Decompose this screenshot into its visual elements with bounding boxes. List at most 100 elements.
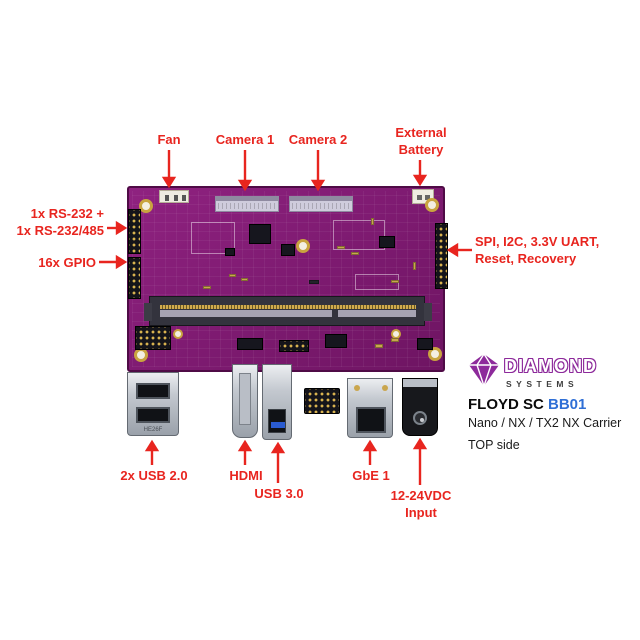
camera2-connector xyxy=(289,196,353,212)
gpio-arrow xyxy=(99,254,128,270)
spi-label-line1: SPI, I2C, 3.3V UART, xyxy=(475,234,600,249)
sodimm-latch xyxy=(424,303,432,321)
sodimm-contacts xyxy=(160,305,416,309)
usb2-label: 2x USB 2.0 xyxy=(120,468,188,483)
sodimm-standoff xyxy=(173,329,183,339)
smd-component xyxy=(337,246,345,249)
fan-connector-pin xyxy=(165,195,169,201)
serial-arrow xyxy=(107,220,128,236)
silkscreen-outline xyxy=(191,222,235,254)
utility-header xyxy=(435,223,448,289)
camera1-arrow xyxy=(237,150,253,192)
ic-chip xyxy=(237,338,263,350)
fan-connector xyxy=(159,190,189,203)
external-battery-arrow xyxy=(412,160,428,187)
spi-label-line2: Reset, Recovery xyxy=(475,251,577,266)
product-title: FLOYD SC BB01 xyxy=(468,396,586,413)
mounting-hole xyxy=(296,239,310,253)
gpio-label: 16x GPIO xyxy=(38,255,96,270)
battery-connector-pin xyxy=(417,195,422,200)
gbe-rj45-jack xyxy=(347,378,393,438)
aux-pin-header xyxy=(304,388,340,414)
usb3-connector xyxy=(262,364,292,440)
sodimm-socket xyxy=(144,296,432,326)
fan-connector-pin xyxy=(182,195,186,201)
rj45-led-pin xyxy=(382,385,388,391)
serial-label-line2: 1x RS-232/485 xyxy=(16,223,104,238)
serial-label: 1x RS-232 + 1x RS-232/485 xyxy=(0,205,104,239)
battery-connector-pin xyxy=(425,195,430,200)
rj45-led-pin xyxy=(354,385,360,391)
pcb-board xyxy=(127,186,448,372)
hdmi-label: HDMI xyxy=(229,468,263,483)
mounting-hole xyxy=(139,199,153,213)
fan-connector-pin xyxy=(174,195,178,201)
gbe-arrow xyxy=(362,439,378,465)
usb2-port-opening xyxy=(136,383,170,399)
usb-connector-marking: HE26F xyxy=(143,427,163,433)
hdmi-connector xyxy=(232,364,258,438)
smd-component xyxy=(203,286,211,289)
usb3-port-opening xyxy=(268,409,286,433)
camera2-arrow xyxy=(310,150,326,192)
gpio-header xyxy=(128,257,141,299)
ic-chip xyxy=(417,338,433,350)
smd-component xyxy=(371,218,374,225)
camera1-label: Camera 1 xyxy=(215,132,275,147)
ic-chip xyxy=(249,224,271,244)
power-label: 12-24VDC Input xyxy=(383,487,459,521)
jumper-block xyxy=(135,326,171,350)
logo-wordmark: DIAMOND xyxy=(504,356,597,376)
product-description: Nano / NX / TX2 NX Carrier xyxy=(468,416,622,430)
spi-arrow xyxy=(446,242,472,258)
sodimm-key-notch xyxy=(332,309,338,318)
ic-chip xyxy=(379,236,395,248)
dc-jack-opening xyxy=(413,411,427,425)
hdmi-connector-body xyxy=(239,373,251,425)
hdmi-arrow xyxy=(237,439,253,465)
dc-jack-pin xyxy=(420,418,424,422)
smd-component xyxy=(413,262,416,270)
spi-label: SPI, I2C, 3.3V UART, Reset, Recovery xyxy=(475,233,635,267)
product-name: FLOYD SC xyxy=(468,396,544,413)
power-label-line2: Input xyxy=(405,505,437,520)
camera2-label: Camera 2 xyxy=(288,132,348,147)
ic-chip xyxy=(225,248,235,256)
smd-component xyxy=(229,274,236,277)
diamond-logo-icon xyxy=(469,353,499,387)
pin-header xyxy=(279,340,309,352)
gbe-label: GbE 1 xyxy=(352,468,390,483)
smd-component xyxy=(309,280,319,284)
ic-chip xyxy=(325,334,347,348)
smd-component xyxy=(241,278,248,281)
smd-component xyxy=(351,252,359,255)
external-battery-label-line1: External xyxy=(395,125,447,140)
power-arrow xyxy=(412,437,428,485)
smd-component xyxy=(391,280,399,283)
mounting-hole xyxy=(134,348,148,362)
rs232-header xyxy=(128,209,141,254)
usb3-label: USB 3.0 xyxy=(254,486,304,501)
external-battery-label: External Battery xyxy=(385,124,457,158)
sodimm-latch xyxy=(144,303,152,321)
mounting-hole xyxy=(428,347,442,361)
ic-chip xyxy=(281,244,295,256)
usb2-stacked-port: HE26F xyxy=(127,372,179,436)
external-battery-label-line2: Battery xyxy=(398,142,444,157)
mounting-hole xyxy=(425,198,439,212)
power-label-line1: 12-24VDC xyxy=(390,488,452,503)
silkscreen-outline xyxy=(333,220,385,250)
board-side-label: TOP side xyxy=(468,438,520,452)
usb2-arrow xyxy=(144,439,160,465)
logo-subtext: SYSTEMS xyxy=(506,379,579,389)
camera1-connector xyxy=(215,196,279,212)
usb3-blue-tongue xyxy=(271,422,285,428)
usb2-port-opening xyxy=(136,407,170,423)
smd-component xyxy=(391,338,399,342)
smd-component xyxy=(375,344,383,348)
serial-label-line1: 1x RS-232 + xyxy=(30,206,104,221)
fan-arrow xyxy=(161,150,177,189)
dc-jack-metal-band xyxy=(403,379,437,387)
fan-label: Fan xyxy=(157,132,181,147)
